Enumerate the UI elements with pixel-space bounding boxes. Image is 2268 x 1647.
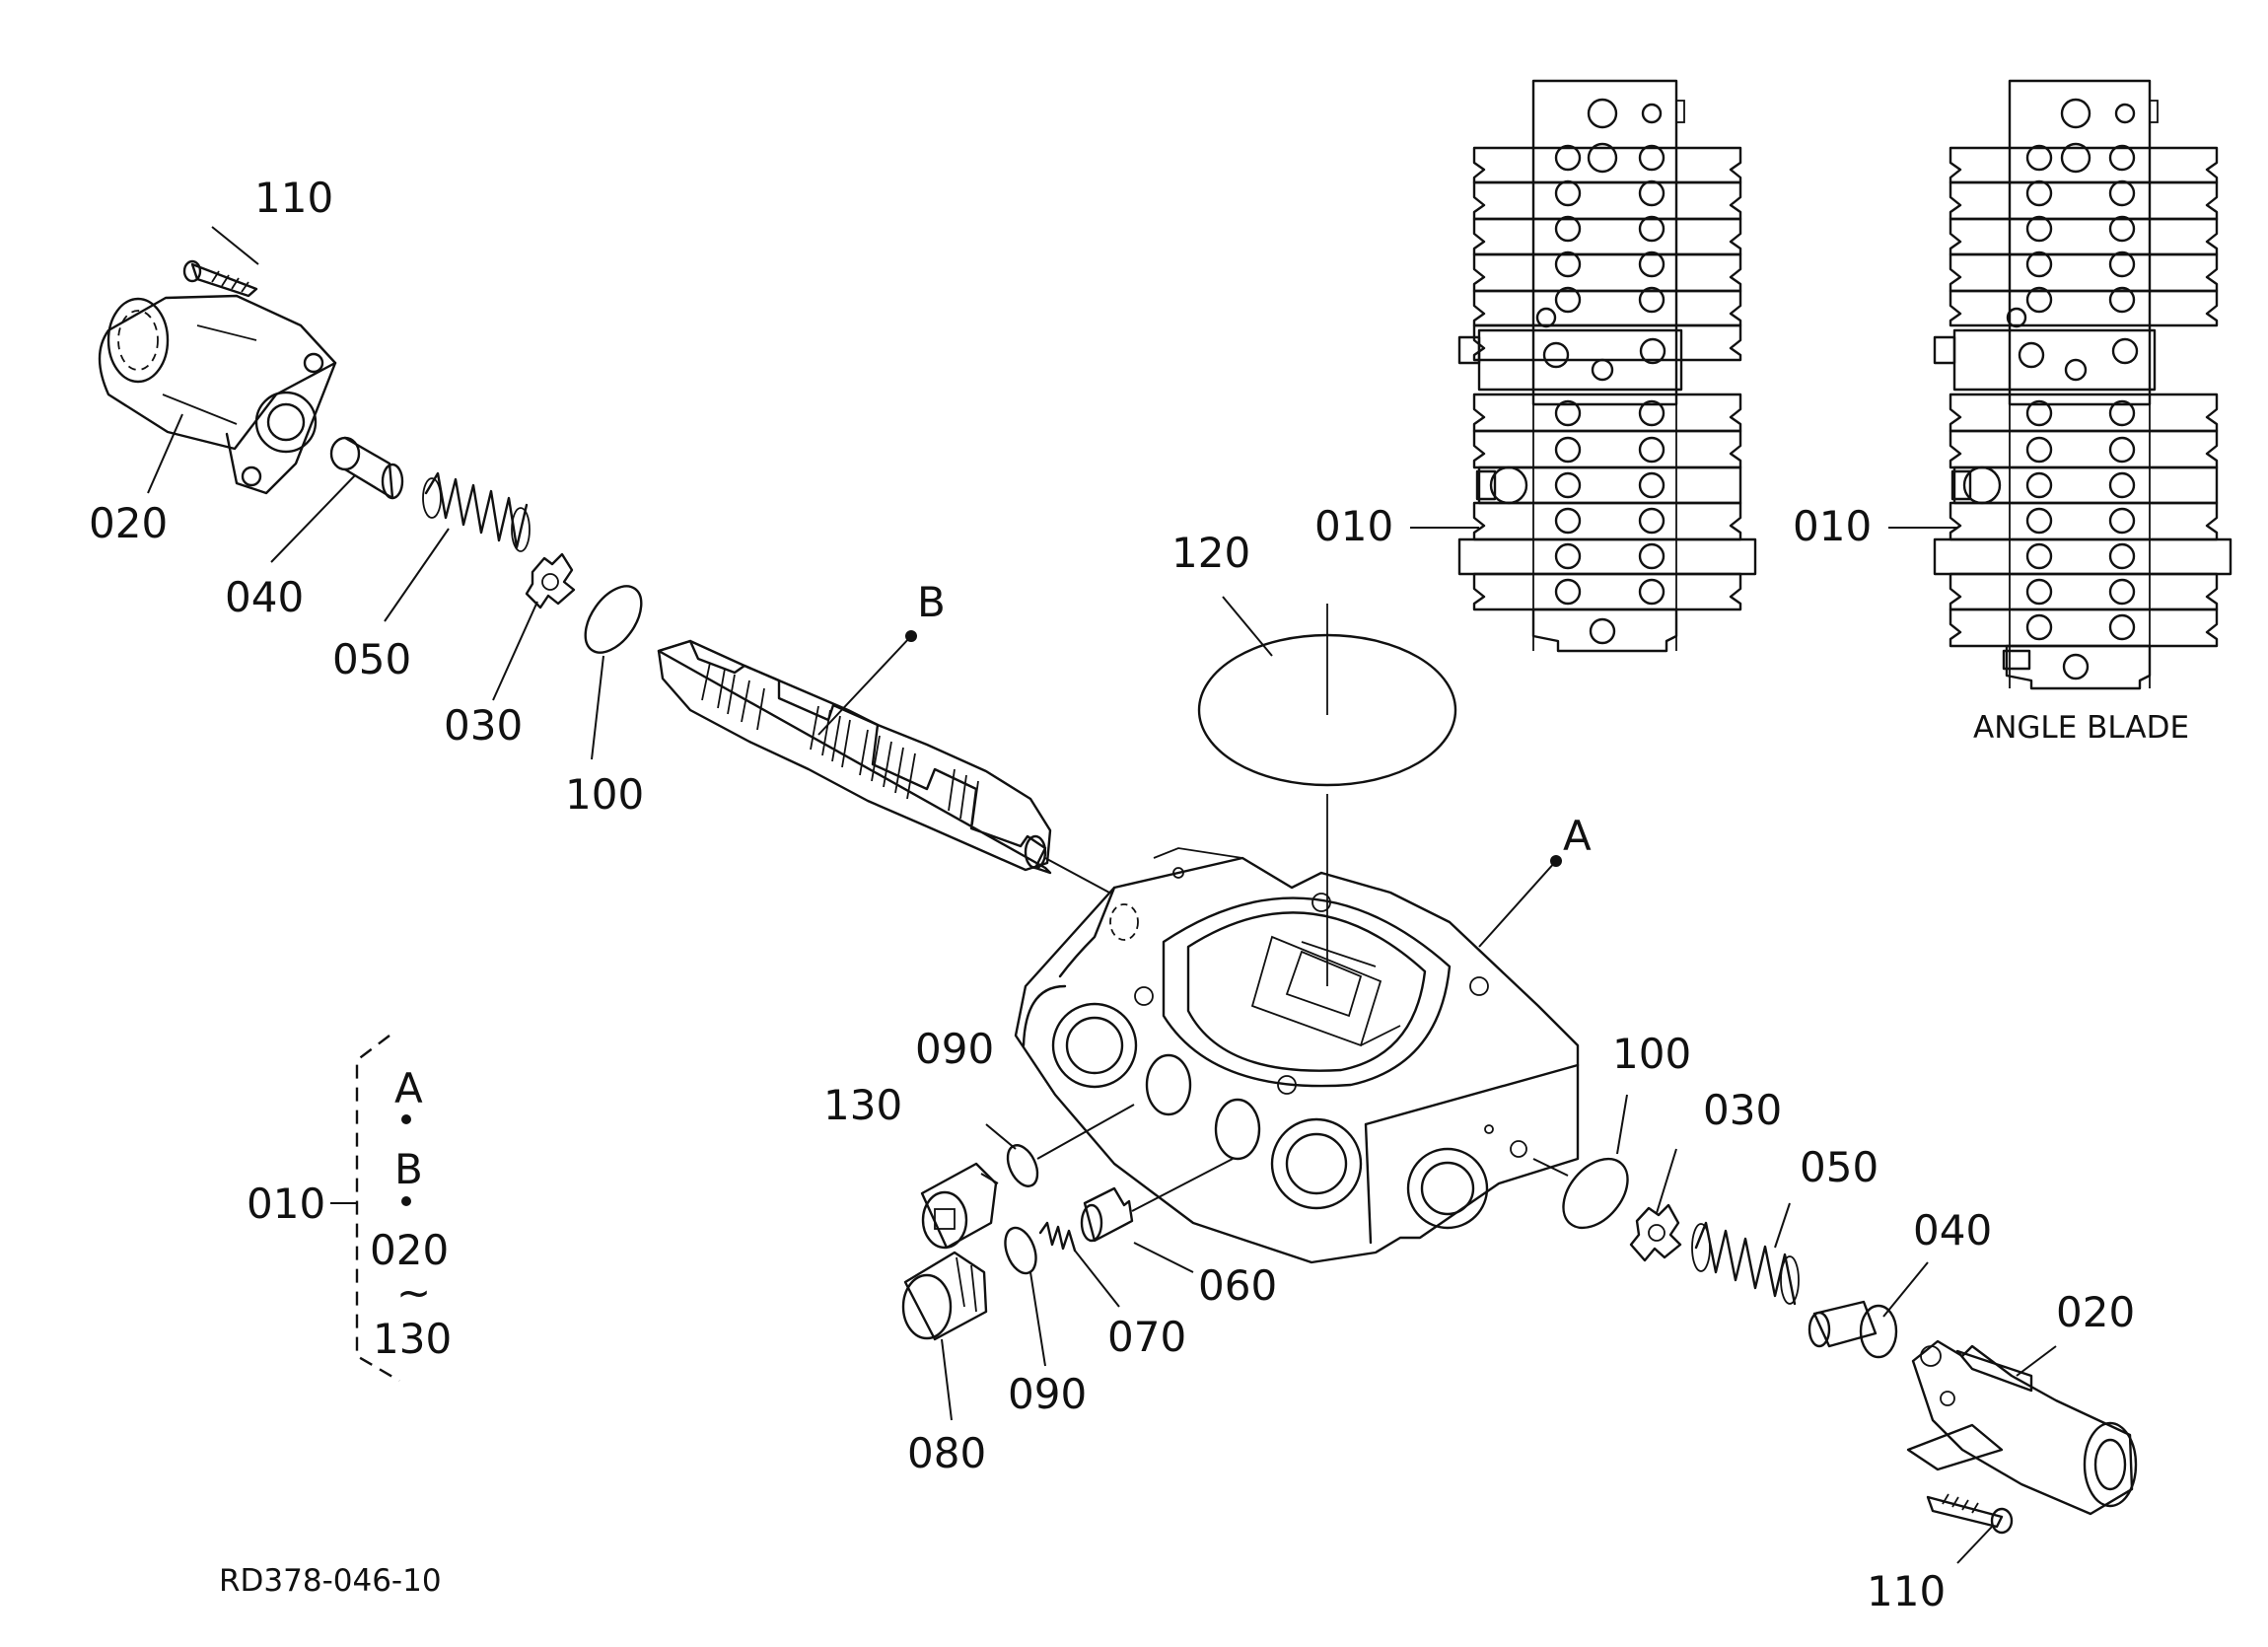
o-ring-100-right[interactable] bbox=[1532, 1147, 1641, 1241]
o-ring-100-left[interactable] bbox=[574, 576, 653, 662]
label-010-top-right: 010 bbox=[1793, 502, 1872, 550]
label-020-right: 020 bbox=[2056, 1288, 2135, 1336]
label-110-top: 110 bbox=[254, 174, 333, 222]
spring-050-left[interactable] bbox=[422, 471, 531, 552]
label-040-right: 040 bbox=[1913, 1206, 1992, 1254]
label-090-top: 090 bbox=[915, 1025, 994, 1073]
label-040-left: 040 bbox=[225, 573, 304, 621]
cap-020-left[interactable] bbox=[98, 294, 337, 495]
label-angle-blade: ANGLE BLADE bbox=[1973, 710, 2189, 746]
label-120: 120 bbox=[1171, 529, 1250, 577]
bolt-110-bottom-right[interactable] bbox=[1926, 1493, 2014, 1535]
label-b: B bbox=[917, 578, 946, 626]
o-ring-090-top[interactable] bbox=[1002, 1104, 1135, 1190]
label-010-group: 010 bbox=[247, 1180, 325, 1228]
valve-stack-left[interactable] bbox=[1457, 79, 1757, 653]
plug-130[interactable] bbox=[920, 1162, 998, 1250]
figure-code: RD378-046-10 bbox=[219, 1563, 442, 1599]
label-group-b: B bbox=[394, 1145, 423, 1193]
bolt-110-top-left[interactable] bbox=[182, 259, 258, 298]
label-070: 070 bbox=[1107, 1313, 1186, 1361]
label-group-130: 130 bbox=[373, 1315, 452, 1363]
label-050-left: 050 bbox=[332, 635, 411, 683]
label-010-top-left: 010 bbox=[1314, 502, 1393, 550]
washer-030-left[interactable] bbox=[525, 552, 576, 609]
label-100-left: 100 bbox=[565, 770, 644, 819]
label-100-right: 100 bbox=[1612, 1030, 1691, 1078]
label-060: 060 bbox=[1198, 1261, 1277, 1310]
valve-body-a[interactable] bbox=[1014, 847, 1580, 1264]
label-group-020: 020 bbox=[370, 1226, 449, 1274]
valve-stack-angle-blade[interactable] bbox=[1933, 79, 2233, 690]
label-090-bottom: 090 bbox=[1008, 1370, 1087, 1418]
poppet-060[interactable] bbox=[1080, 1158, 1234, 1243]
label-group-a: A bbox=[394, 1064, 423, 1112]
spring-050-right[interactable] bbox=[1691, 1221, 1800, 1306]
group-bracket-010 bbox=[330, 1035, 411, 1383]
label-030-right: 030 bbox=[1703, 1086, 1782, 1134]
plug-080[interactable] bbox=[901, 1251, 988, 1341]
cap-020-right[interactable] bbox=[1906, 1339, 2138, 1516]
label-a: A bbox=[1563, 812, 1592, 860]
label-group-tilde: ~ bbox=[396, 1268, 431, 1317]
label-080: 080 bbox=[907, 1429, 986, 1477]
washer-030-right[interactable] bbox=[1629, 1203, 1682, 1262]
label-110-bottom: 110 bbox=[1867, 1567, 1946, 1615]
label-020-left: 020 bbox=[89, 499, 168, 547]
o-ring-090-bottom[interactable] bbox=[1000, 1224, 1042, 1278]
leader-a bbox=[1478, 860, 1557, 948]
spacer-040-left[interactable] bbox=[329, 436, 404, 500]
label-030-left: 030 bbox=[444, 701, 523, 750]
o-ring-120[interactable] bbox=[1197, 604, 1457, 986]
spring-070[interactable] bbox=[1038, 1221, 1077, 1253]
spacer-040-right[interactable] bbox=[1807, 1300, 1898, 1359]
leader-lines bbox=[147, 226, 2057, 1564]
part-labels: 110 020 040 050 030 100 B 120 A 010 010 … bbox=[89, 174, 2189, 1615]
label-130: 130 bbox=[823, 1081, 902, 1129]
label-050-right: 050 bbox=[1800, 1143, 1878, 1191]
spool-b[interactable] bbox=[657, 639, 1110, 894]
